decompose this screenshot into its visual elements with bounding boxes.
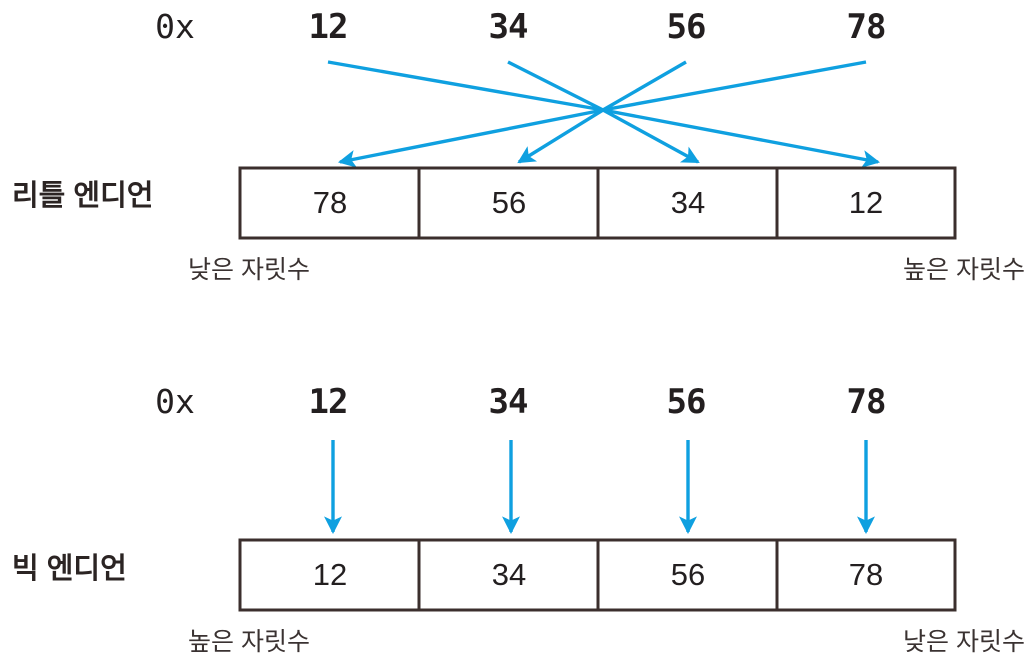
memory-cell-0-big	[238, 538, 421, 612]
memory-cell-value-1-little: 56	[492, 185, 526, 220]
hex-prefix-label-little: 0x	[155, 7, 195, 46]
caption-right-big: 낮은 자릿수	[903, 628, 1025, 656]
source-byte-2-little: 56	[667, 7, 706, 47]
memory-cell-value-2-big: 56	[671, 557, 705, 592]
source-byte-0-little: 12	[309, 7, 348, 47]
byte-arrow-56-to-cell-1	[517, 60, 687, 164]
section-little-endian: 0x 12 34 56 78 리틀 엔디언 78 56 34 12 낮은 자릿수…	[12, 7, 1025, 284]
source-byte-1-little: 34	[489, 7, 528, 47]
source-byte-1-big: 34	[489, 382, 528, 422]
memory-cell-1-big	[417, 538, 600, 612]
byte-arrow-78-to-cell-0	[337, 60, 867, 168]
source-byte-3-big: 78	[847, 382, 886, 422]
memory-cell-2-big	[596, 538, 779, 612]
source-byte-2-big: 56	[667, 382, 706, 422]
memory-cell-value-0-big: 12	[313, 557, 347, 592]
memory-table-big-endian: 12 34 56 78	[238, 538, 957, 612]
memory-cell-value-3-big: 78	[849, 557, 883, 592]
hex-prefix-label-big: 0x	[155, 382, 195, 421]
memory-cell-3-little	[775, 166, 957, 240]
memory-cell-3-big	[775, 538, 957, 612]
caption-left-big: 높은 자릿수	[188, 628, 310, 656]
caption-right-little: 높은 자릿수	[903, 256, 1025, 284]
straight-mapping-arrows	[323, 440, 876, 535]
row-label-little-endian: 리틀 엔디언	[12, 179, 153, 212]
memory-cell-value-0-little: 78	[313, 185, 347, 220]
section-big-endian: 0x 12 34 56 78 빅 엔디언 12 34 56 78 높은 자릿수 …	[12, 382, 1025, 656]
row-label-big-endian: 빅 엔디언	[12, 552, 127, 585]
crossed-mapping-arrows	[327, 60, 881, 168]
memory-cell-value-1-big: 34	[492, 557, 526, 592]
source-byte-0-big: 12	[309, 382, 348, 422]
byte-arrow-34-to-cell-2	[507, 60, 700, 164]
memory-table-little-endian: 78 56 34 12	[238, 166, 957, 240]
source-byte-3-little: 78	[847, 7, 886, 47]
caption-left-little: 낮은 자릿수	[188, 256, 310, 284]
memory-cell-value-3-little: 12	[849, 185, 883, 220]
memory-cell-value-2-little: 34	[671, 185, 705, 220]
memory-cell-2-little	[596, 166, 779, 240]
